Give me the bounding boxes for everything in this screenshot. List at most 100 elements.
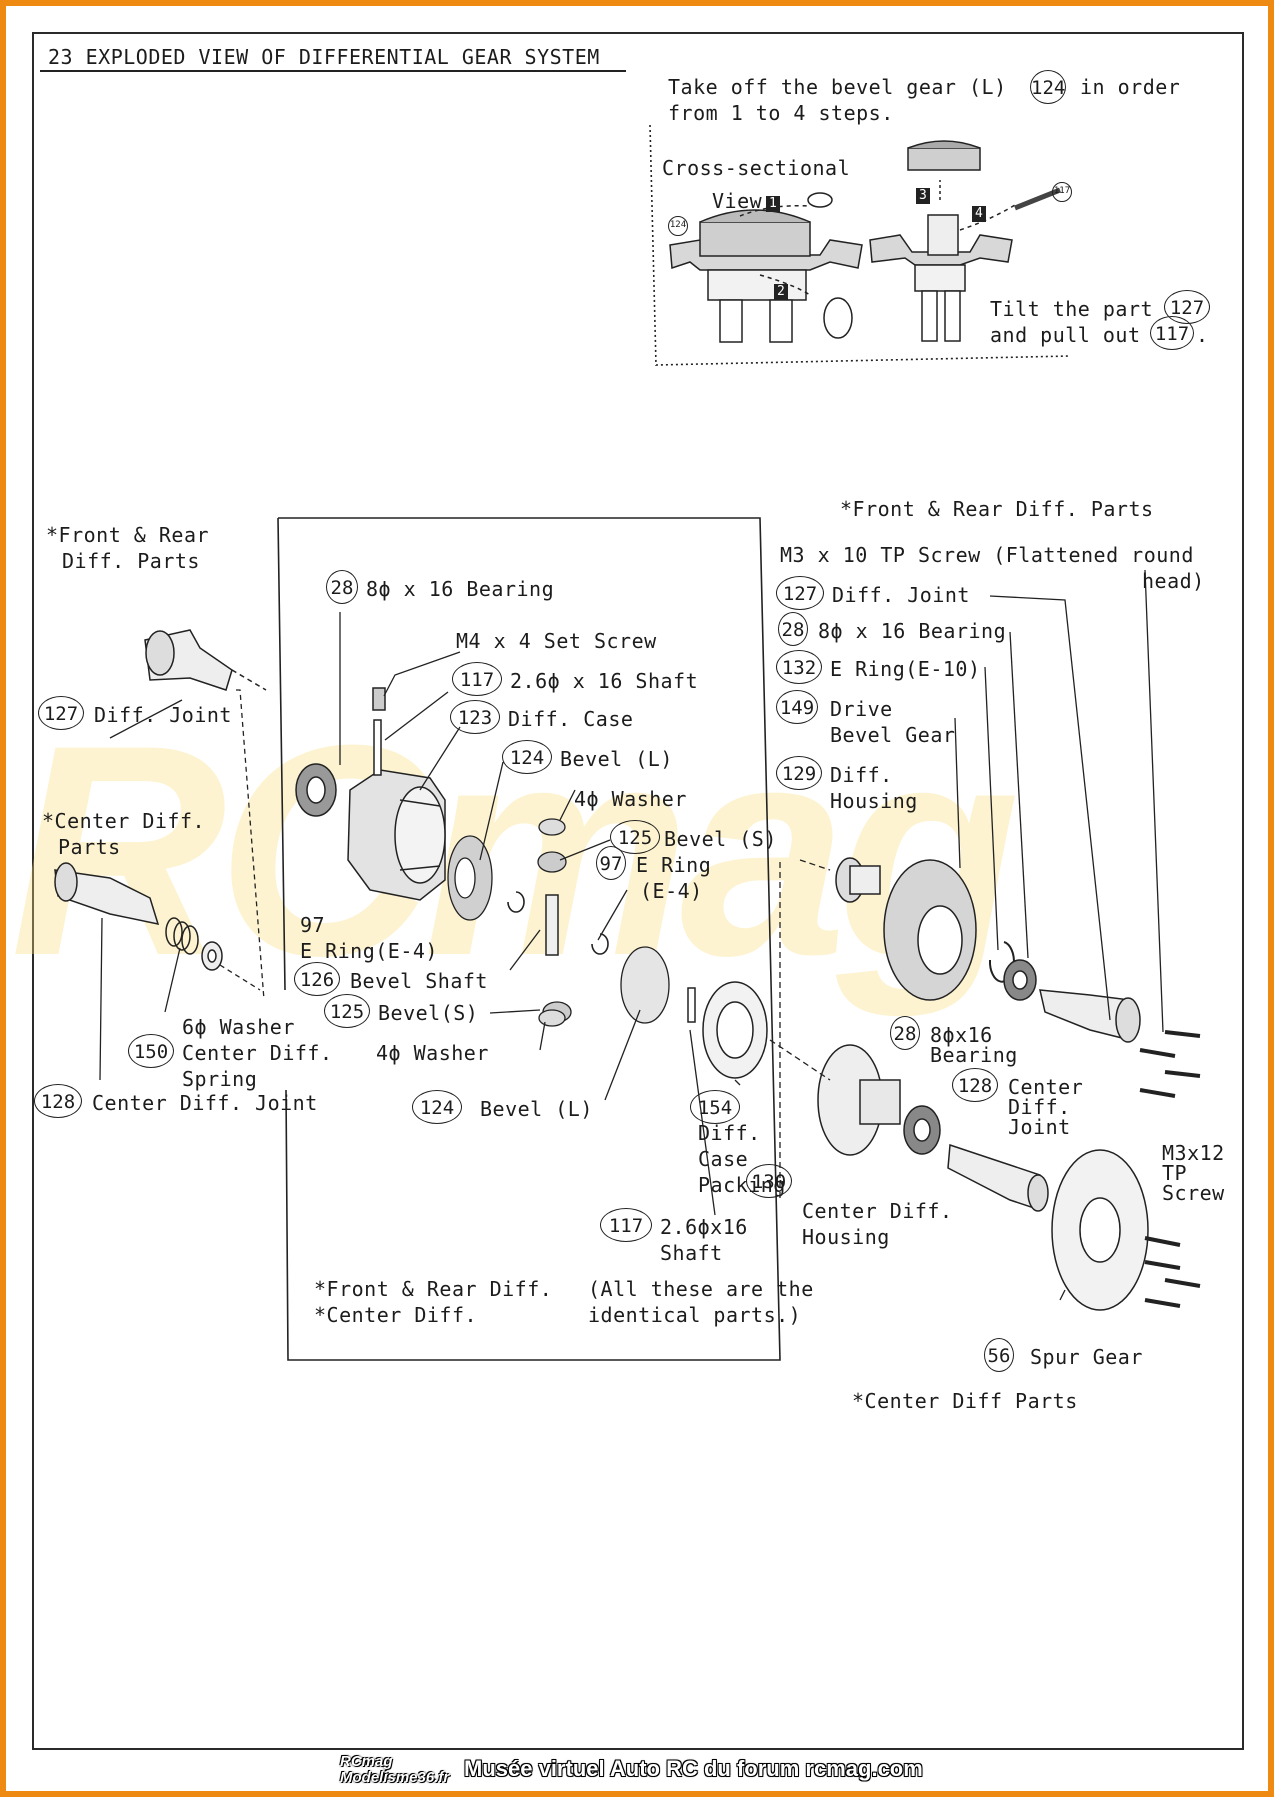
bevel-l-2-label: Bevel (L) (480, 1097, 593, 1121)
shaft-ref: 117 (452, 662, 502, 696)
right-diff-joint-drawing (1039, 989, 1141, 1043)
center-diff-parts-label-1: *Center Diff. (42, 809, 206, 833)
right-bearing-label: 8ϕ x 16 Bearing (818, 619, 1007, 643)
drive-bevel-label-2: Bevel Gear (830, 723, 956, 747)
e-ring-2-ref: 97 (300, 913, 326, 937)
bevel-shaft-drawing (545, 894, 559, 956)
right-front-rear-label: *Front & Rear Diff. Parts (840, 497, 1154, 521)
identical-note-left-1: *Front & Rear Diff. (314, 1277, 553, 1301)
center-joint-label: Center Diff. Joint (92, 1091, 318, 1115)
washer-4-drawing (538, 818, 566, 1027)
inset-small-ref-124: 124 (668, 216, 688, 236)
e-ring-10-label: E Ring(E-10) (830, 657, 981, 681)
e-ring-label-1: E Ring (636, 853, 712, 877)
center-diff-parts-right-label: *Center Diff Parts (852, 1389, 1078, 1413)
left-front-rear-label-2: Diff. Parts (62, 549, 200, 573)
tp-screws-drawing (1139, 1030, 1201, 1098)
bevel-l-ref: 124 (502, 740, 552, 774)
right-diff-joint-label: Diff. Joint (832, 583, 970, 607)
center-housing-label-2: Housing (802, 1225, 890, 1249)
washer-6-drawing (201, 941, 223, 971)
bevel-large-drawing (447, 835, 493, 921)
step-4-badge: 4 (972, 206, 987, 222)
washer-4-b-label: 4ϕ Washer (376, 1041, 489, 1065)
diff-housing-ref: 129 (776, 756, 822, 790)
tilt-period: . (1196, 323, 1209, 347)
footer-caption: Musée virtuel Auto RC du forum rcmag.com (464, 1756, 923, 1781)
center-joint-right-label-3: Joint (1008, 1115, 1071, 1139)
e-ring-10-ref: 132 (776, 650, 822, 684)
bevel-s-ref: 125 (610, 820, 660, 854)
footer-banner: RCmag Modelisme36.fr Musée virtuel Auto … (340, 1754, 940, 1790)
tilt-instruction-line1: Tilt the part (990, 297, 1154, 321)
center-housing-label-1: Center Diff. (802, 1199, 953, 1223)
set-screw-label: M4 x 4 Set Screw (456, 629, 657, 653)
diff-housing-drawing (835, 857, 881, 903)
shaft-117-drawing (373, 719, 382, 776)
diff-case-drawing (347, 769, 446, 901)
bevel-s-2-ref: 125 (324, 994, 370, 1028)
drive-bevel-label-1: Drive (830, 697, 893, 721)
bevel-l-label: Bevel (L) (560, 747, 673, 771)
tp-screw-label-2: head) (1142, 569, 1205, 593)
drive-bevel-gear-drawing (883, 859, 977, 1001)
washer-4-label: 4ϕ Washer (574, 787, 687, 811)
center-diff-spring-drawing (165, 917, 199, 955)
spur-gear-drawing (1051, 1149, 1149, 1311)
leader-lines (99, 569, 1164, 1301)
shaft-label: 2.6ϕ x 16 Shaft (510, 669, 699, 693)
inset-intro-line2: from 1 to 4 steps. (668, 101, 894, 125)
inset-small-ref-117: 117 (1052, 182, 1072, 202)
drive-bevel-ref: 149 (776, 690, 818, 724)
bearing-label: 8ϕ x 16 Bearing (366, 577, 555, 601)
m3x12-label-1: M3x12 (1162, 1141, 1225, 1165)
center-joint-ref: 128 (34, 1084, 82, 1118)
set-screw-drawing (372, 687, 386, 711)
left-diff-joint-ref: 127 (38, 696, 84, 730)
e-ring-ref: 97 (596, 846, 626, 880)
bearing-ref: 28 (326, 570, 358, 604)
bevel-s-2-label: Bevel(S) (378, 1001, 479, 1025)
spring-label-1: Center Diff. (182, 1041, 333, 1065)
center-joint-right-ref: 128 (952, 1068, 998, 1102)
washer-6-label: 6ϕ Washer (182, 1015, 295, 1039)
diff-housing-label-1: Diff. (830, 763, 893, 787)
bearing-drawing (295, 763, 337, 817)
packing-ref: 154 (690, 1090, 740, 1124)
identical-note-left-2: *Center Diff. (314, 1303, 478, 1327)
inset-intro-line1-end: in order (1080, 75, 1181, 99)
logo-line-2: Modelisme36.fr (340, 1769, 450, 1786)
packing-drawing (702, 981, 768, 1079)
shaft-2-label-1: 2.6ϕx16 (660, 1215, 748, 1239)
bevel-shaft-ref: 126 (294, 962, 340, 996)
logo-line-1: RCmag (340, 1753, 393, 1770)
right-diff-joint-ref: 127 (776, 576, 824, 610)
step-1-badge: 1 (766, 196, 781, 212)
e-ring-2-label: E Ring(E-4) (300, 939, 438, 963)
right-bearing-drawing (1003, 959, 1037, 1001)
spur-gear-ref: 56 (984, 1338, 1014, 1372)
bevel-s-label: Bevel (S) (664, 827, 777, 851)
inset-left-cross-section (669, 192, 863, 343)
m3x12-screws-drawing (1144, 1236, 1201, 1308)
identical-note-right-1: (All these are the (588, 1277, 814, 1301)
spring-label-2: Spring (182, 1067, 258, 1091)
diff-housing-label-2: Housing (830, 789, 918, 813)
bevel-large-2-drawing (620, 946, 670, 1024)
diff-case-ref: 123 (450, 700, 500, 734)
right-bearing-ref: 28 (778, 612, 808, 646)
left-diff-joint-drawing (144, 629, 267, 691)
center-diff-parts-label-2: Parts (58, 835, 121, 859)
center-diff-joint-right-drawing (947, 1143, 1049, 1212)
left-front-rear-label-1: *Front & Rear (46, 523, 210, 547)
shaft-2-label-2: Shaft (660, 1241, 723, 1265)
tilt-instruction-line2: and pull out (990, 323, 1141, 347)
packing-label-1: Diff. (698, 1121, 761, 1145)
m3x12-label-2: TP (1162, 1161, 1188, 1185)
cross-section-label: Cross-sectional (662, 156, 851, 180)
step-2-badge: 2 (774, 284, 789, 300)
page-title: 23 EXPLODED VIEW OF DIFFERENTIAL GEAR SY… (48, 45, 600, 69)
center-joint-right-label-1: Center (1008, 1075, 1084, 1099)
center-joint-right-label-2: Diff. (1008, 1095, 1071, 1119)
center-diff-joint-drawing (54, 862, 160, 925)
